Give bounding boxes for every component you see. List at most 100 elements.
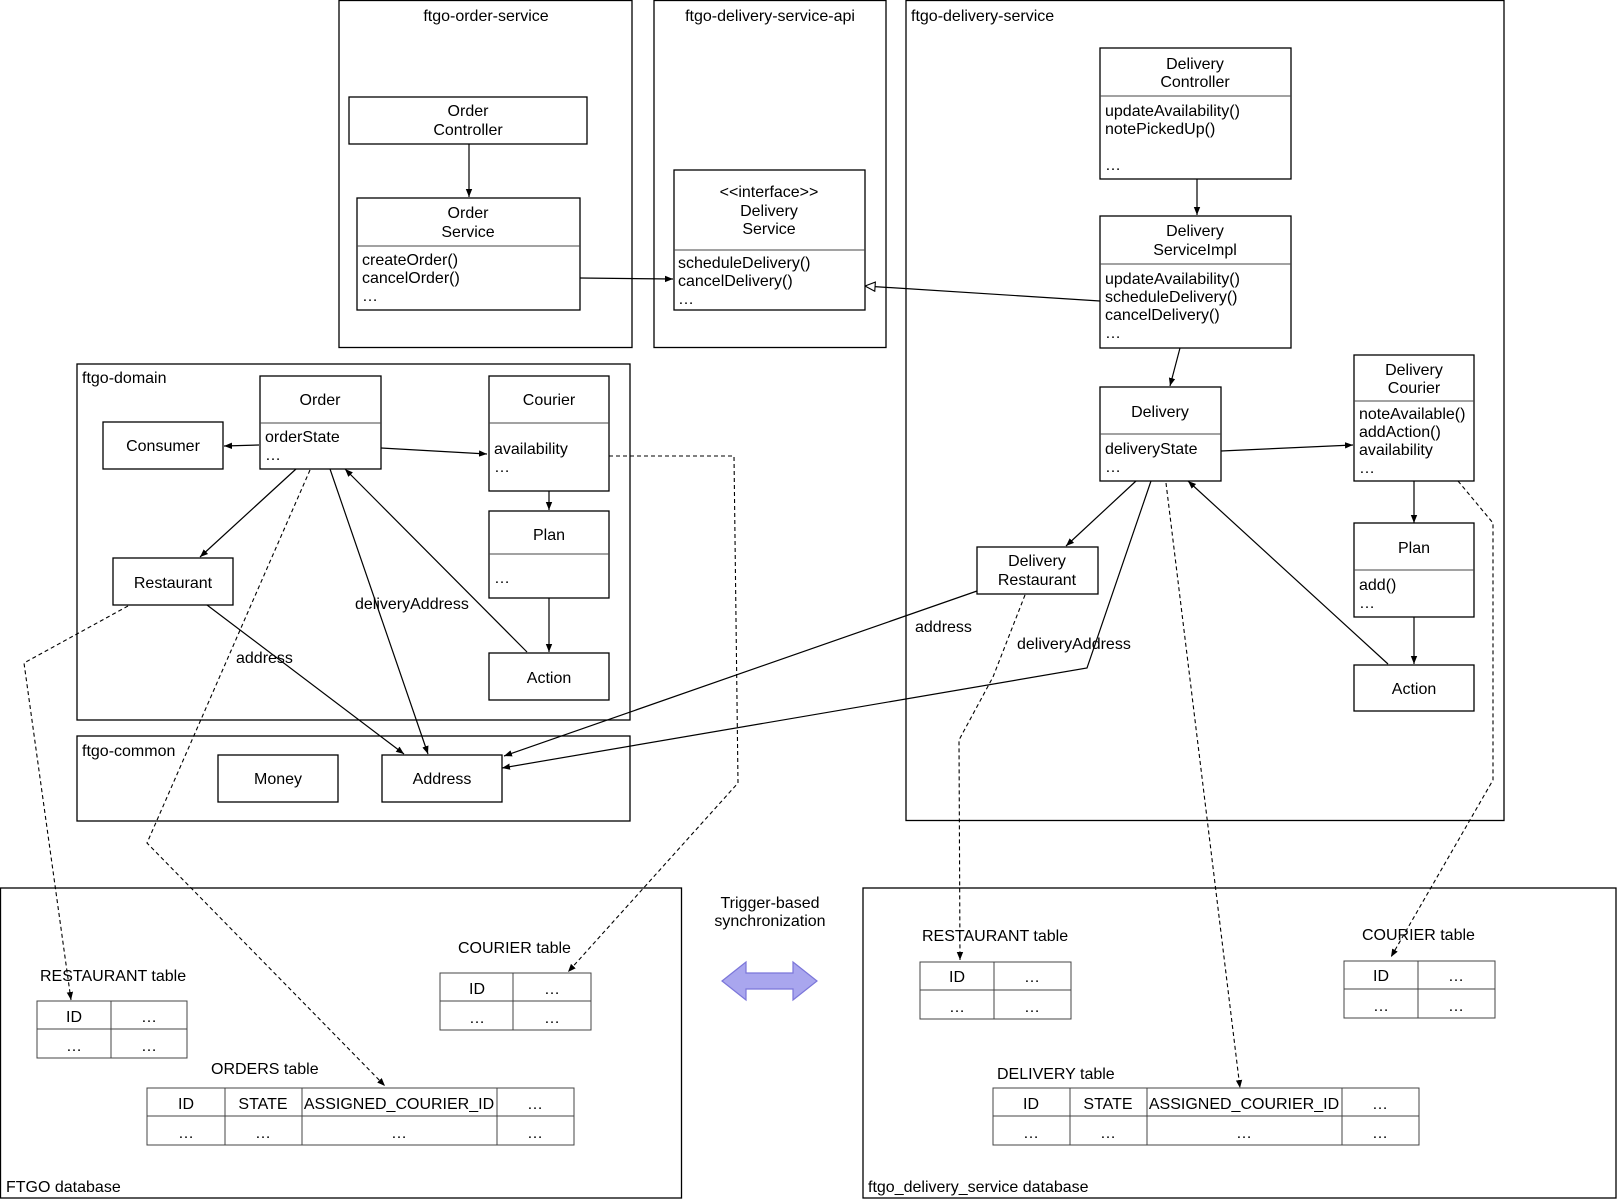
edge-label-delivery-address-left: deliveryAddress <box>355 596 469 613</box>
class-restaurant-title: Restaurant <box>134 575 213 592</box>
class-courier-title: Courier <box>523 392 576 409</box>
edge-restaurant-address <box>206 604 405 755</box>
class-money: Money <box>217 754 339 803</box>
class-delivery-courier: Delivery Courier noteAvailable() addActi… <box>1353 354 1475 482</box>
class-order-member-2: … <box>265 447 281 464</box>
class-delivery-service-stereotype: <<interface>> <box>720 184 819 201</box>
class-delivery-service-impl: Delivery ServiceImpl updateAvailability(… <box>1099 215 1292 349</box>
table-cell: ID <box>949 969 965 986</box>
table-ftgo-orders: ORDERS table ID STATE ASSIGNED_COURIER_I… <box>146 1061 575 1146</box>
edge-order-to-consumer <box>223 442 260 449</box>
class-ds-action-title: Action <box>1392 681 1436 698</box>
class-delivery-courier-title-2: Courier <box>1388 380 1441 397</box>
mapping-edges <box>23 455 1494 1089</box>
table-caption: COURIER table <box>458 940 571 957</box>
table-ds-restaurant: RESTAURANT table ID … … … <box>919 928 1072 1020</box>
container-delivery-service: ftgo-delivery-service <box>905 0 1505 822</box>
class-ds-plan-member-2: … <box>1359 595 1375 612</box>
edge-action-to-order <box>344 468 528 653</box>
table-ds-courier: COURIER table ID … … … <box>1343 927 1496 1019</box>
table-cell: ID <box>1023 1096 1039 1113</box>
mapping-courier-to-table <box>567 455 739 973</box>
class-delivery-restaurant-title-1: Delivery <box>1008 553 1066 570</box>
table-cell: … <box>1024 969 1040 986</box>
class-order-controller: Order Controller <box>348 96 588 145</box>
table-cell: STATE <box>238 1096 287 1113</box>
class-restaurant: Restaurant <box>112 557 234 606</box>
edge-order-service-to-delivery-service <box>579 275 674 283</box>
class-courier: Courier availability … <box>488 375 610 492</box>
container-ftgo-common-label: ftgo-common <box>82 743 175 760</box>
edge-impl-to-delivery <box>1168 347 1181 387</box>
class-order-service-title-1: Order <box>448 205 490 222</box>
table-cell: ID <box>469 981 485 998</box>
table-cell: … <box>1372 1096 1388 1113</box>
table-cell: ID <box>178 1096 194 1113</box>
table-cell: … <box>1100 1125 1116 1142</box>
class-delivery-courier-member-2: addAction() <box>1359 424 1441 441</box>
table-caption: ORDERS table <box>211 1061 319 1078</box>
class-delivery-courier-member-4: … <box>1359 460 1375 477</box>
table-cell: … <box>1448 998 1464 1015</box>
table-cell: … <box>141 1009 157 1026</box>
class-order-service-member-1: createOrder() <box>362 252 458 269</box>
edge-order-to-courier <box>380 447 488 457</box>
class-address: Address <box>381 754 503 803</box>
table-ftgo-courier: COURIER table ID … … … <box>439 940 592 1031</box>
class-consumer: Consumer <box>102 421 224 470</box>
table-caption: RESTAURANT table <box>40 968 186 985</box>
edge-impl-implements-interface <box>865 286 1101 302</box>
class-money-title: Money <box>254 771 302 788</box>
class-delivery-service-title-1: Delivery <box>740 203 798 220</box>
container-delivery-service-api-label: ftgo-delivery-service-api <box>685 8 855 25</box>
container-order-service: ftgo-order-service <box>338 0 633 349</box>
table-cell: … <box>391 1125 407 1142</box>
table-cell: … <box>66 1038 82 1055</box>
mapping-order-to-orders-table <box>146 469 386 1087</box>
class-delivery-controller-member-1: updateAvailability() <box>1105 103 1240 120</box>
table-cell: … <box>1372 1125 1388 1142</box>
table-cell: … <box>1448 968 1464 985</box>
class-delivery-service-impl-member-4: … <box>1105 325 1121 342</box>
class-delivery-service-impl-title-1: Delivery <box>1166 223 1224 240</box>
edge-delivery-to-delivery-courier <box>1220 442 1354 452</box>
class-plan-member-1: … <box>494 570 510 587</box>
table-cell: … <box>141 1038 157 1055</box>
class-order-service-member-2: cancelOrder() <box>362 270 460 287</box>
edge-label-address-left: address <box>236 650 293 667</box>
class-order-service-title-2: Service <box>441 224 494 241</box>
table-caption: RESTAURANT table <box>922 928 1068 945</box>
container-delivery-service-database-label: ftgo_delivery_service database <box>868 1179 1089 1196</box>
class-delivery-courier-member-1: noteAvailable() <box>1359 406 1465 423</box>
class-delivery-controller-member-4: … <box>1105 157 1121 174</box>
table-cell: ASSIGNED_COURIER_ID <box>304 1096 494 1113</box>
class-order-member-1: orderState <box>265 429 340 446</box>
class-delivery-courier-title-1: Delivery <box>1385 362 1443 379</box>
container-ftgo-database: FTGO database <box>0 887 683 1199</box>
table-cell: … <box>255 1125 271 1142</box>
container-delivery-service-api: ftgo-delivery-service-api <box>653 0 887 349</box>
class-order-controller-title-1: Order <box>448 103 490 120</box>
class-action-title: Action <box>527 670 571 687</box>
edges <box>199 144 1418 770</box>
class-order-service: Order Service createOrder() cancelOrder(… <box>356 197 581 311</box>
table-caption: DELIVERY table <box>997 1066 1115 1083</box>
table-cell: ID <box>66 1009 82 1026</box>
class-order-service-member-3: … <box>362 288 378 305</box>
class-delivery-service-member-1: scheduleDelivery() <box>678 255 811 272</box>
class-delivery-service-impl-member-3: cancelDelivery() <box>1105 307 1220 324</box>
edge-label-delivery-address-right: deliveryAddress <box>1017 636 1131 653</box>
container-ftgo-domain-label: ftgo-domain <box>82 370 167 387</box>
table-cell: … <box>1023 1125 1039 1142</box>
container-ftgo-common: ftgo-common <box>76 735 631 822</box>
sync-double-arrow: Trigger-based synchronization <box>714 895 826 1002</box>
edge-order-to-restaurant <box>199 468 297 558</box>
class-delivery-member-1: deliveryState <box>1105 441 1198 458</box>
container-ftgo-domain: ftgo-domain <box>76 363 631 721</box>
mapping-delivery-to-delivery-table <box>1165 482 1243 1089</box>
class-plan-title: Plan <box>533 527 565 544</box>
table-cell: ASSIGNED_COURIER_ID <box>1149 1096 1339 1113</box>
class-consumer-title: Consumer <box>126 438 200 455</box>
container-order-service-label: ftgo-order-service <box>423 8 548 25</box>
